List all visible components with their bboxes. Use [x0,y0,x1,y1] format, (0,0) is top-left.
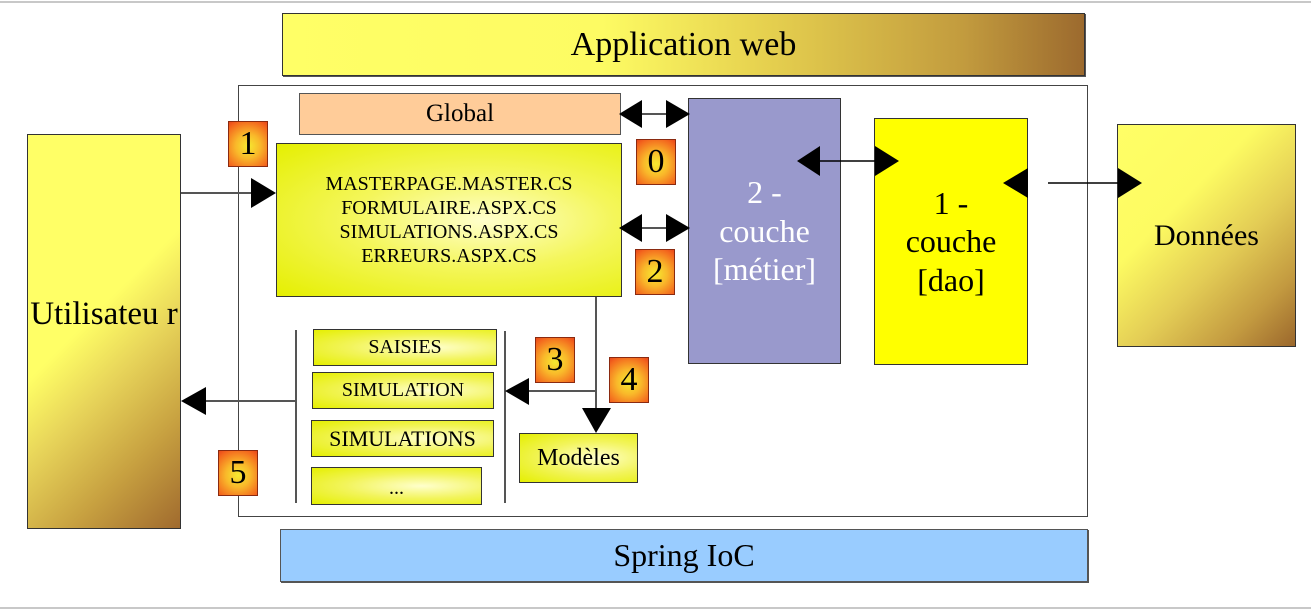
view-saisies: SAISIES [313,329,497,366]
spring-ioc-band: Spring IoC [280,529,1088,582]
view-simulation-label: SIMULATION [341,379,465,401]
view-simulation: SIMULATION [312,372,494,409]
page-file-masterpage: MASTERPAGE.MASTER.CS [325,173,573,195]
view-simulations: SIMULATIONS [311,420,494,457]
data-store-box: Données [1117,124,1296,347]
view-more: ... [311,467,482,505]
spring-ioc-label: Spring IoC [613,537,755,573]
view-saisies-label: SAISIES [368,336,442,358]
page-file-formulaire: FORMULAIRE.ASPX.CS [341,197,557,219]
application-web-label: Application web [570,25,797,63]
step-badge-3: 3 [535,337,575,383]
view-simulations-label: SIMULATIONS [329,425,476,451]
step-badge-0: 0 [636,139,676,185]
view-more-label: ... [389,477,404,499]
step-badge-1: 1 [228,121,268,167]
arrow-into-user [181,387,206,415]
user-actor-box: Utilisateu r [27,134,181,529]
page-file-simulations: SIMULATIONS.ASPX.CS [339,221,559,243]
bottom-divider [0,607,1311,609]
models-label: Modèles [537,444,620,471]
dao-layer-number: 1 - [933,184,969,221]
dao-layer-word: couche [905,223,997,260]
business-layer-number: 2 - [747,174,782,211]
data-store-label: Données [1154,218,1259,252]
application-web-band: Application web [282,13,1085,76]
dao-layer-name: [dao] [917,261,985,298]
business-layer-word: couche [719,212,810,249]
step-badge-5: 5 [218,450,258,496]
dao-layer-box: 1 - couche [dao] [874,118,1028,365]
global-label: Global [425,100,495,127]
code-behind-pages-box: MASTERPAGE.MASTER.CS FORMULAIRE.ASPX.CS … [276,143,622,297]
business-layer-box: 2 - couche [métier] [688,98,841,364]
top-divider [0,1,1311,3]
page-file-erreurs: ERREURS.ASPX.CS [361,245,537,267]
business-layer-name: [métier] [712,251,817,288]
step-badge-2: 2 [635,249,675,295]
user-actor-label: Utilisateu r [30,296,178,332]
models-box: Modèles [519,433,638,483]
global-box: Global [299,93,621,135]
step-badge-4: 4 [609,357,649,403]
